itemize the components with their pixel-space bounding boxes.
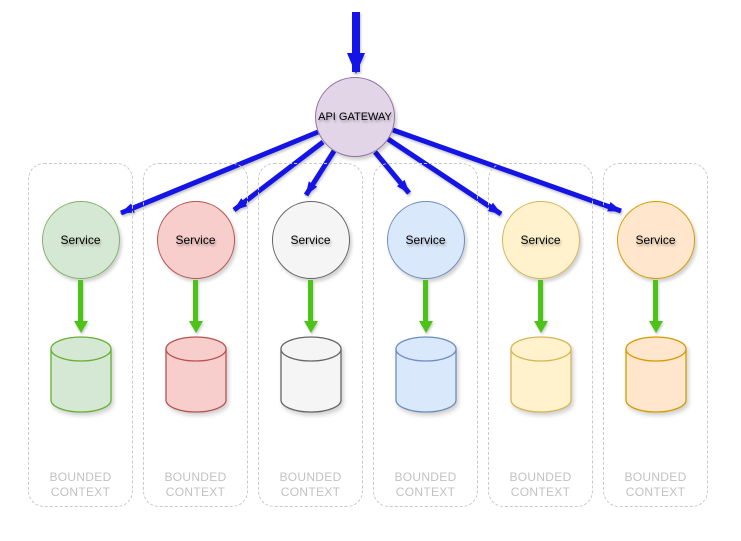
api-gateway-node: API GATEWAY [315,77,395,157]
service-to-db-arrow [418,280,433,333]
arrow-shaft [423,280,428,321]
service-label: Service [405,233,446,247]
service-node: Service [156,201,235,279]
database-cylinder-icon [624,336,687,413]
service-node: Service [41,201,120,279]
service-node: Service [386,201,465,279]
service-node: Service [271,201,350,279]
service-to-db-arrow [648,280,663,333]
database-cylinder-icon [49,336,112,413]
service-label: Service [175,233,216,247]
bounded-context-5: Service BOUNDED CONTEXT [488,163,593,507]
service-label: Service [635,233,676,247]
arrow-head-icon [188,321,203,333]
bounded-context-label: BOUNDED CONTEXT [394,470,457,499]
service-to-db-arrow [73,280,88,333]
service-to-db-arrow [533,280,548,333]
bounded-context-label: BOUNDED CONTEXT [509,470,572,499]
bounded-contexts-row: Service BOUNDED CONTEXT Service [28,163,708,507]
arrow-head-icon [73,321,88,333]
arrow-shaft [538,280,543,321]
bounded-context-4: Service BOUNDED CONTEXT [373,163,478,507]
service-node: Service [501,201,580,279]
service-node: Service [616,201,695,279]
database-cylinder-icon [509,336,572,413]
database-cylinder-icon [164,336,227,413]
arrow-head-icon [533,321,548,333]
bounded-context-label: BOUNDED CONTEXT [49,470,112,499]
bounded-context-2: Service BOUNDED CONTEXT [143,163,248,507]
bounded-context-3: Service BOUNDED CONTEXT [258,163,363,507]
service-to-db-arrow [303,280,318,333]
bounded-context-label: BOUNDED CONTEXT [279,470,342,499]
service-label: Service [290,233,331,247]
database-cylinder-icon [279,336,342,413]
service-label: Service [60,233,101,247]
arrow-shaft [193,280,198,321]
arrow-head-icon [418,321,433,333]
api-gateway-label: API GATEWAY [318,111,392,123]
arrow-shaft [78,280,83,321]
service-to-db-arrow [188,280,203,333]
bounded-context-1: Service BOUNDED CONTEXT [28,163,133,507]
arrow-shaft [308,280,313,321]
arrow-head-icon [303,321,318,333]
bounded-context-label: BOUNDED CONTEXT [624,470,687,499]
bounded-context-6: Service BOUNDED CONTEXT [603,163,708,507]
arrow-shaft [653,280,658,321]
database-cylinder-icon [394,336,457,413]
bounded-context-label: BOUNDED CONTEXT [164,470,227,499]
arrow-head-icon [648,321,663,333]
service-label: Service [520,233,561,247]
